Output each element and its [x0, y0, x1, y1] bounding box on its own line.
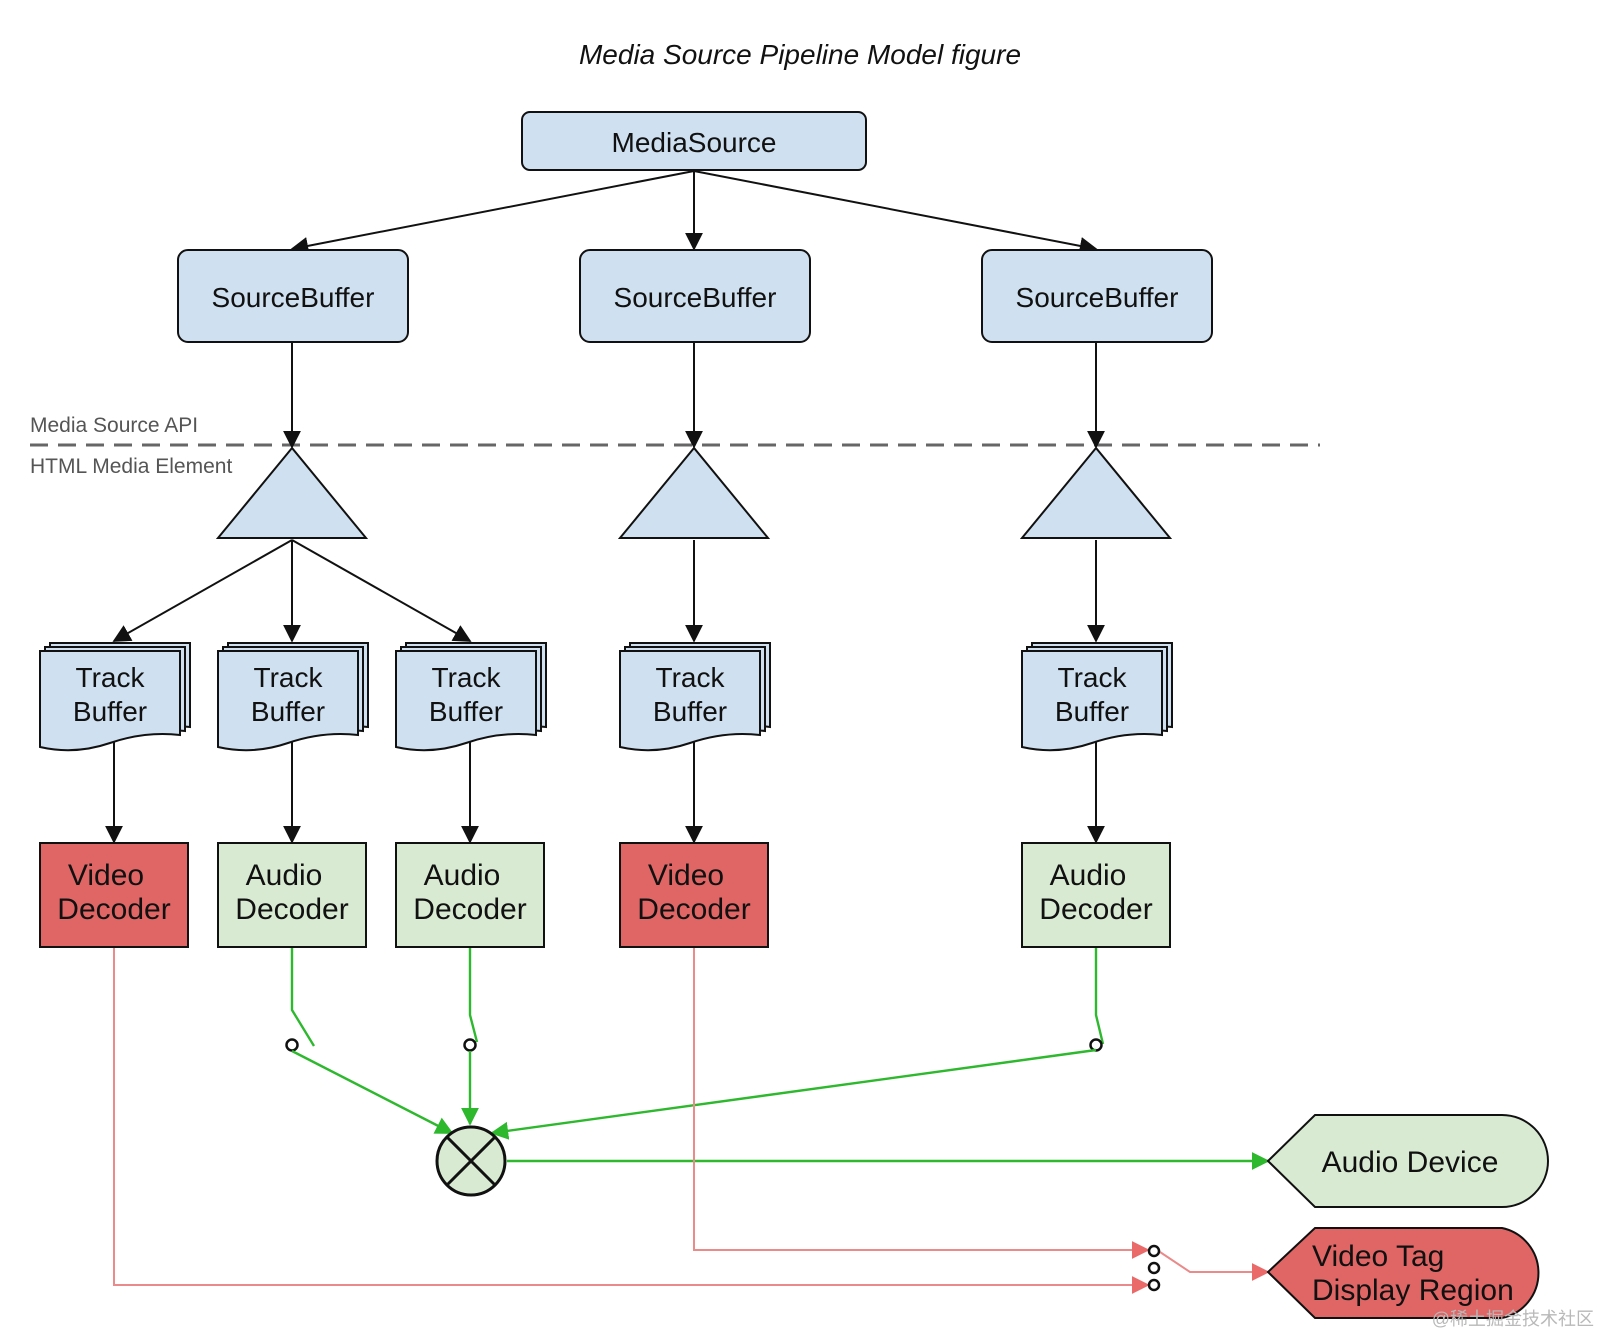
- video-switch-contact-3: [1147, 1278, 1161, 1292]
- switch-contact-1: [285, 1038, 299, 1052]
- audio-decoder-line1: Audio: [424, 859, 501, 892]
- black-edges: [105, 170, 1105, 844]
- media-source-node: MediaSource: [521, 111, 867, 171]
- video-decoder-node-1: Video Decoder: [39, 842, 189, 948]
- source-buffer-node-3: SourceBuffer: [981, 249, 1213, 343]
- audio-decoder-node-3: Audio Decoder: [1021, 842, 1171, 948]
- track-buffer-line1: Track: [76, 662, 146, 693]
- track-buffer-node-3: Track Buffer: [395, 642, 547, 752]
- audio-switch-2: [468, 948, 479, 1043]
- html-media-element-label: HTML Media Element: [30, 455, 232, 478]
- track-buffer-line1: Track: [254, 662, 324, 693]
- video-decoder-node-2: Video Decoder: [619, 842, 769, 948]
- edge-switch3-mixer: [490, 1048, 1097, 1140]
- track-buffer-node-4: Track Buffer: [619, 642, 771, 752]
- edge-video-decoder2-switch: [693, 948, 1150, 1259]
- source-buffer-node-1: SourceBuffer: [177, 249, 409, 343]
- audio-decoder-line2: Decoder: [413, 893, 526, 926]
- audio-switch-1: [290, 948, 316, 1047]
- audio-decoder-line2: Decoder: [235, 893, 348, 926]
- track-buffer-line2: Buffer: [429, 696, 503, 727]
- video-switch-contact-2: [1147, 1261, 1161, 1275]
- audio-decoder-line1: Audio: [1050, 859, 1127, 892]
- audio-device-node: Audio Device: [1266, 1114, 1549, 1208]
- edge-ms-sb1: [290, 170, 695, 255]
- video-decoder-line1: Video: [648, 859, 724, 892]
- video-decoder-line1: Video: [68, 859, 144, 892]
- video-decoder-line2: Decoder: [637, 893, 750, 926]
- switch-contact-2: [463, 1038, 477, 1052]
- video-switch-contact-1: [1147, 1244, 1161, 1258]
- figure-title: Media Source Pipeline Model figure: [579, 39, 1021, 70]
- audio-decoder-node-2: Audio Decoder: [395, 842, 545, 948]
- audio-mixer-node: [435, 1125, 507, 1197]
- audio-device-label: Audio Device: [1322, 1146, 1499, 1179]
- track-buffer-node-5: Track Buffer: [1021, 642, 1173, 752]
- track-buffer-line2: Buffer: [653, 696, 727, 727]
- video-tag-line2: Display Region: [1312, 1274, 1514, 1307]
- demux-triangle-1: [215, 446, 369, 539]
- track-buffer-node-2: Track Buffer: [217, 642, 369, 752]
- track-buffer-line2: Buffer: [73, 696, 147, 727]
- media-source-api-label: Media Source API: [30, 414, 198, 437]
- track-buffer-line1: Track: [432, 662, 502, 693]
- audio-decoder-line2: Decoder: [1039, 893, 1152, 926]
- edge-demux1-tb3: [291, 539, 472, 642]
- audio-decoder-node-1: Audio Decoder: [217, 842, 367, 948]
- source-buffer-node-2: SourceBuffer: [579, 249, 811, 343]
- edge-video-switch-display: [1159, 1251, 1270, 1281]
- audio-switch-3: [1094, 948, 1105, 1045]
- video-tag-line1: Video Tag: [1312, 1240, 1444, 1273]
- edge-switch1-mixer: [291, 1049, 454, 1135]
- source-buffer-label: SourceBuffer: [614, 282, 777, 313]
- track-buffer-node-1: Track Buffer: [39, 642, 191, 752]
- edge-demux1-tb1: [112, 539, 293, 642]
- audio-decoder-line1: Audio: [246, 859, 323, 892]
- edge-ms-sb3: [693, 170, 1098, 255]
- video-paths: [113, 948, 1270, 1294]
- media-source-label: MediaSource: [612, 127, 777, 158]
- demux-triangle-3: [1019, 446, 1173, 539]
- video-display-region-node: Video Tag Display Region: [1266, 1227, 1540, 1319]
- edge-video-decoder1-switch: [113, 948, 1150, 1294]
- track-buffer-line1: Track: [1058, 662, 1128, 693]
- switch-contact-3: [1089, 1038, 1103, 1052]
- watermark: @稀土掘金技术社区: [1432, 1309, 1594, 1329]
- track-buffer-line2: Buffer: [251, 696, 325, 727]
- demux-triangle-2: [617, 446, 771, 539]
- source-buffer-label: SourceBuffer: [1016, 282, 1179, 313]
- audio-paths: [285, 948, 1270, 1170]
- video-decoder-line2: Decoder: [57, 893, 170, 926]
- source-buffer-label: SourceBuffer: [212, 282, 375, 313]
- track-buffer-line2: Buffer: [1055, 696, 1129, 727]
- track-buffer-line1: Track: [656, 662, 726, 693]
